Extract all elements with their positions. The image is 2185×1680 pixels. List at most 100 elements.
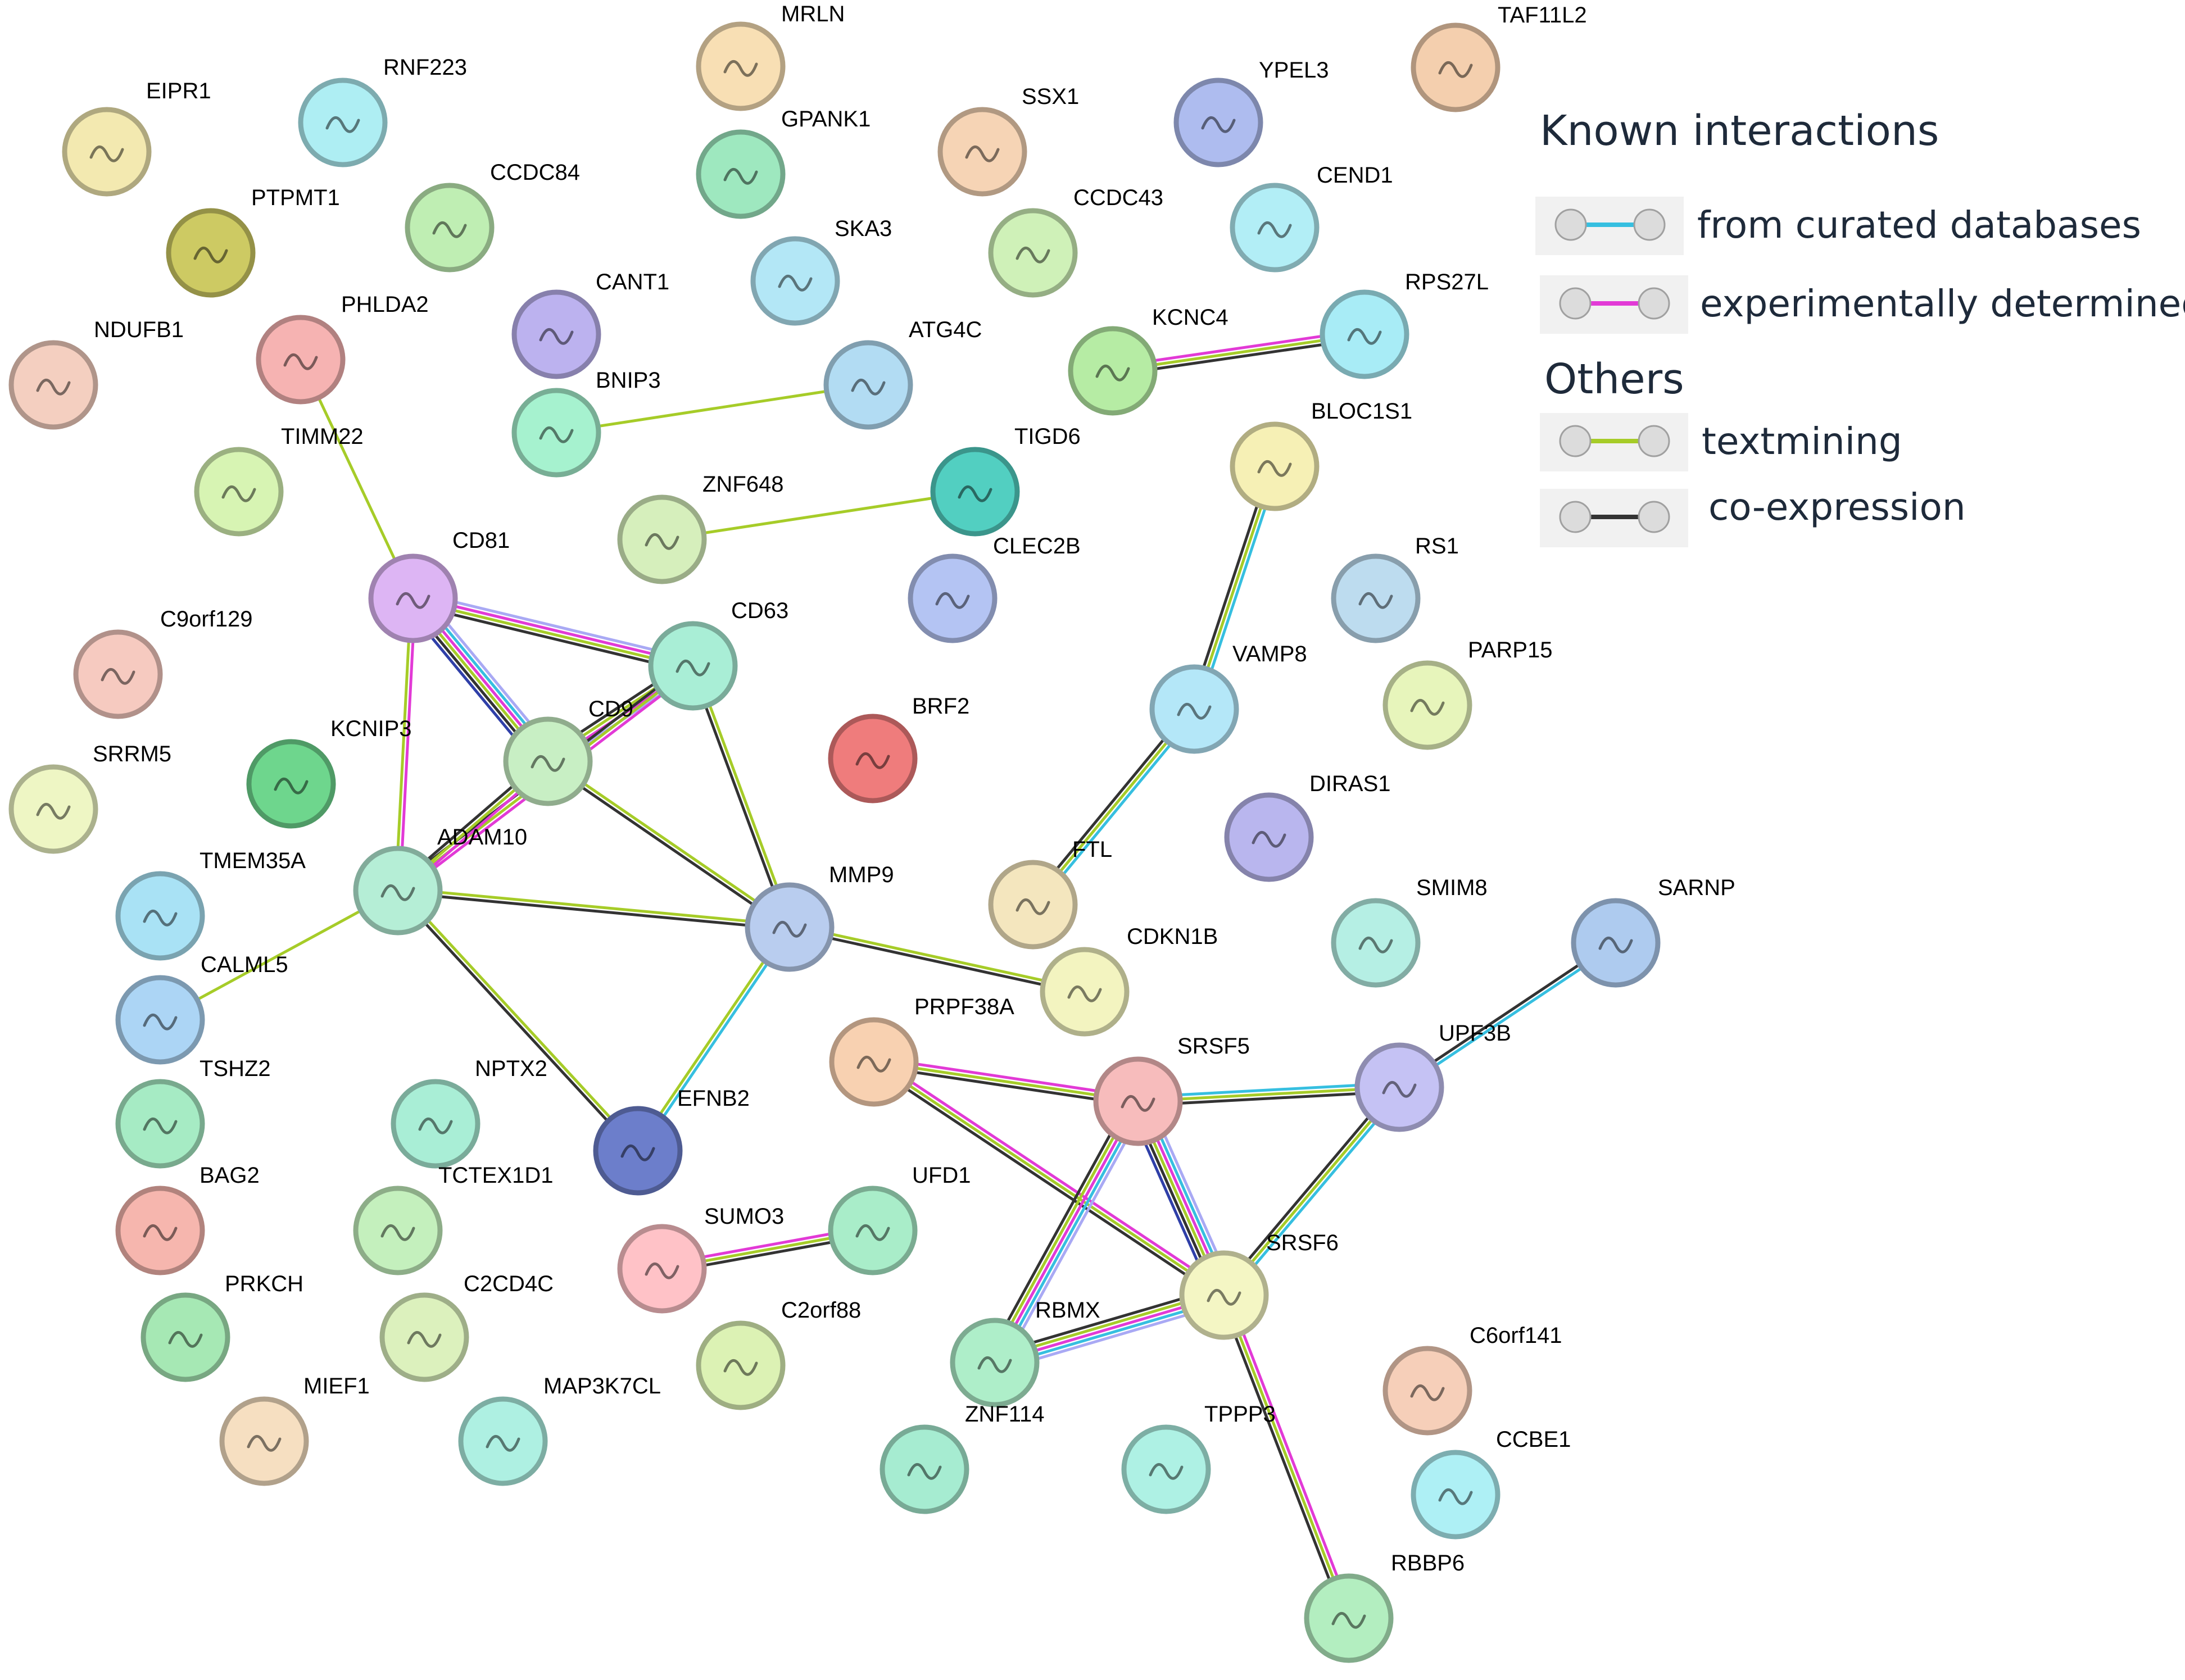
node-label: GPANK1 xyxy=(781,107,871,131)
node-smim8[interactable]: SMIM8 xyxy=(1331,875,1488,988)
node-sumo3[interactable]: SUMO3 xyxy=(617,1204,784,1314)
node-ssx1[interactable]: SSX1 xyxy=(937,84,1079,197)
edge-strand-textmining xyxy=(634,925,789,1151)
node-atg4c[interactable]: ATG4C xyxy=(823,317,982,430)
node-brf2[interactable]: BRF2 xyxy=(828,694,969,803)
node-rnf223[interactable]: RNF223 xyxy=(298,55,467,167)
node-srrm5[interactable]: SRRM5 xyxy=(8,742,171,854)
edge-strand-coexpression xyxy=(788,928,1085,996)
node-tigd6[interactable]: TIGD6 xyxy=(930,424,1081,537)
node-mief1[interactable]: MIEF1 xyxy=(219,1374,370,1486)
node-prkch[interactable]: PRKCH xyxy=(140,1272,303,1382)
node-kcnc4[interactable]: KCNC4 xyxy=(1068,305,1229,416)
edge-strand-experimental xyxy=(874,1056,1139,1099)
node-cd81[interactable]: CD81 xyxy=(368,528,510,643)
protein-structure-icon xyxy=(539,426,574,443)
edge-strand-textmining xyxy=(693,664,793,927)
node-c2cd4c[interactable]: C2CD4C xyxy=(379,1272,554,1382)
node-ska3[interactable]: SKA3 xyxy=(750,216,892,326)
node-rs1[interactable]: RS1 xyxy=(1331,534,1459,643)
node-tmem35a[interactable]: TMEM35A xyxy=(115,848,306,961)
node-label: BRF2 xyxy=(912,694,969,719)
node-ypel3[interactable]: YPEL3 xyxy=(1173,58,1329,167)
node-efnb2[interactable]: EFNB2 xyxy=(593,1086,750,1196)
node-label: CCDC43 xyxy=(1073,185,1163,210)
protein-structure-icon xyxy=(645,533,679,550)
node-c2orf88[interactable]: C2orf88 xyxy=(696,1298,861,1410)
node-ccdc43[interactable]: CCDC43 xyxy=(988,185,1163,298)
node-mrln[interactable]: MRLN xyxy=(696,2,845,111)
node-prpf38a[interactable]: PRPF38A xyxy=(829,995,1014,1107)
protein-structure-icon xyxy=(1257,221,1292,238)
node-label: RBBP6 xyxy=(1391,1551,1465,1575)
node-srsf5[interactable]: SRSF5 xyxy=(1093,1034,1250,1146)
node-label: C9orf129 xyxy=(160,607,253,632)
node-label: C2CD4C xyxy=(464,1272,554,1296)
node-cend1[interactable]: CEND1 xyxy=(1230,163,1393,273)
node-cdkn1b[interactable]: CDKN1B xyxy=(1040,924,1218,1037)
node-rps27l[interactable]: RPS27L xyxy=(1320,270,1489,379)
node-ftl[interactable]: FTL xyxy=(988,837,1112,950)
node-ccbe1[interactable]: CCBE1 xyxy=(1411,1427,1571,1540)
node-tppp3[interactable]: TPPP3 xyxy=(1121,1402,1276,1514)
node-timm22[interactable]: TIMM22 xyxy=(194,424,364,537)
node-tshz2[interactable]: TSHZ2 xyxy=(115,1056,271,1169)
node-adam10[interactable]: ADAM10 xyxy=(353,825,527,936)
node-rbbp6[interactable]: RBBP6 xyxy=(1304,1551,1465,1663)
node-c6orf141[interactable]: C6orf141 xyxy=(1382,1323,1562,1436)
protein-structure-icon xyxy=(418,1118,453,1134)
node-bnip3[interactable]: BNIP3 xyxy=(511,368,661,478)
edge-strand-coexpression xyxy=(873,1064,1138,1107)
node-bloc1s1[interactable]: BLOC1S1 xyxy=(1230,399,1412,511)
node-ndufb1[interactable]: NDUFB1 xyxy=(8,317,184,430)
edge-cd81-cd63 xyxy=(411,591,695,674)
protein-structure-icon xyxy=(531,755,565,772)
node-nptx2[interactable]: NPTX2 xyxy=(391,1056,547,1169)
node-bag2[interactable]: BAG2 xyxy=(115,1163,260,1275)
node-tctex1d1[interactable]: TCTEX1D1 xyxy=(353,1163,554,1275)
protein-structure-icon xyxy=(723,60,758,77)
legend-item-curated: from curated databases xyxy=(1535,197,2141,255)
node-sarnp[interactable]: SARNP xyxy=(1571,875,1735,988)
node-gpank1[interactable]: GPANK1 xyxy=(696,107,871,219)
node-vamp8[interactable]: VAMP8 xyxy=(1149,642,1307,754)
node-taf11l2[interactable]: TAF11L2 xyxy=(1411,3,1587,112)
node-cant1[interactable]: CANT1 xyxy=(511,270,669,379)
node-calml5[interactable]: CALML5 xyxy=(115,952,288,1065)
legend-swatch-ball xyxy=(1559,501,1592,533)
node-upf3b[interactable]: UPF3B xyxy=(1354,1021,1511,1132)
edge-adam10-calml5 xyxy=(159,889,399,1021)
edge-strand-homology xyxy=(1000,1105,1147,1368)
node-c9orf129[interactable]: C9orf129 xyxy=(73,607,253,719)
node-ptpmt1[interactable]: PTPMT1 xyxy=(166,185,340,298)
node-cd9[interactable]: CD9 xyxy=(503,697,633,806)
node-kcnip3[interactable]: KCNIP3 xyxy=(246,716,412,829)
node-ccdc84[interactable]: CCDC84 xyxy=(405,160,580,273)
node-eipr1[interactable]: EIPR1 xyxy=(62,79,211,197)
node-znf648[interactable]: ZNF648 xyxy=(617,472,784,584)
node-label: UPF3B xyxy=(1439,1021,1511,1046)
node-label: FTL xyxy=(1072,837,1112,862)
node-diras1[interactable]: DIRAS1 xyxy=(1224,771,1391,882)
legend-item-coexpression: co-expression xyxy=(1540,485,1966,547)
node-map3k7cl[interactable]: MAP3K7CL xyxy=(458,1374,661,1486)
node-phlda2[interactable]: PHLDA2 xyxy=(256,292,429,405)
edge-strand-textmining xyxy=(394,598,412,891)
node-srsf6[interactable]: SRSF6 xyxy=(1179,1231,1339,1340)
node-mmp9[interactable]: MMP9 xyxy=(745,862,894,972)
node-label: ZNF648 xyxy=(702,472,784,497)
legend-swatch-ball xyxy=(1638,425,1670,457)
edge-strand-homology xyxy=(414,591,695,661)
protein-structure-icon xyxy=(1358,592,1393,609)
node-parp15[interactable]: PARP15 xyxy=(1382,638,1552,750)
node-rbmx[interactable]: RBMX xyxy=(950,1298,1100,1407)
node-cd63[interactable]: CD63 xyxy=(648,598,788,711)
protein-structure-icon xyxy=(143,1224,178,1241)
node-label: RBMX xyxy=(1035,1298,1100,1323)
node-znf114[interactable]: ZNF114 xyxy=(880,1402,1045,1514)
node-ufd1[interactable]: UFD1 xyxy=(828,1163,971,1275)
node-clec2b[interactable]: CLEC2B xyxy=(908,534,1081,643)
protein-structure-icon xyxy=(772,921,807,938)
node-label: TMEM35A xyxy=(200,848,306,873)
